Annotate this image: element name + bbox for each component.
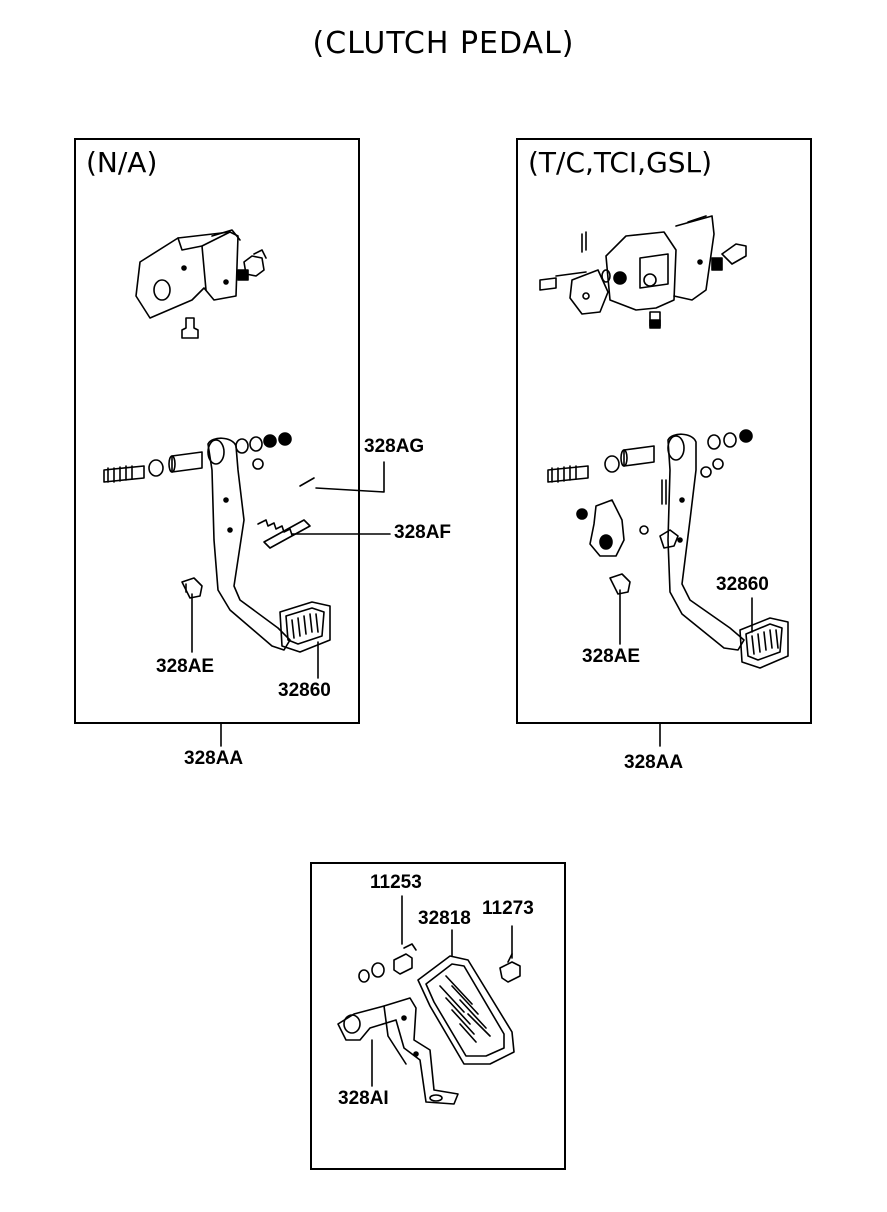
tc-bracket-illustration [539,215,747,329]
label-na-328AG: 328AG [364,436,425,457]
label-na-328AE: 328AE [156,656,215,677]
label-tc-32860: 32860 [716,574,769,595]
tc-leader-lines [619,589,753,747]
na-pedal-illustration [103,432,331,653]
label-footrest-32818: 32818 [418,908,471,929]
panel-tc-title: (T/C,TCI,GSL) [528,146,713,179]
label-na-assembly-328AA: 328AA [184,748,244,769]
label-na-32860: 32860 [278,680,331,701]
footrest-illustration [337,943,521,1105]
page-title: (CLUTCH PEDAL) [312,26,575,61]
label-na-328AF: 328AF [394,522,452,543]
panel-na-title: (N/A) [86,146,158,179]
tc-pedal-illustration [547,429,789,669]
label-tc-assembly-328AA: 328AA [624,752,684,773]
label-footrest-328AI: 328AI [338,1088,389,1109]
label-footrest-11253: 11253 [370,872,422,893]
label-tc-328AE: 328AE [582,646,641,667]
panel-na: (N/A) [74,138,360,724]
footrest-leader-lines [371,895,513,1087]
panel-footrest [310,862,566,1170]
na-leader-lines [191,461,391,747]
label-footrest-11273: 11273 [482,898,534,919]
na-bracket-illustration [135,229,267,339]
